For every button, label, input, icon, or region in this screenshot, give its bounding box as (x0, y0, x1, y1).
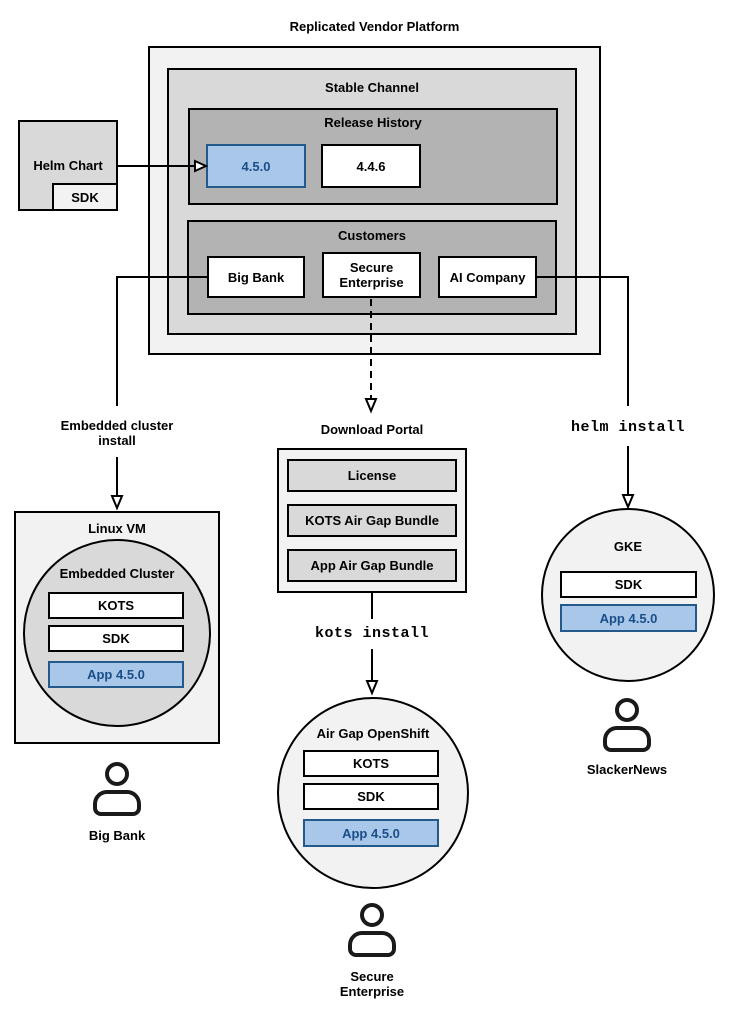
customer-node-ai-company: AI Company (438, 256, 537, 298)
airgap-app-node: App 4.5.0 (303, 819, 439, 847)
release-node-current: 4.5.0 (206, 144, 306, 188)
slackernews-user-icon (615, 698, 639, 722)
arrowhead-to-openshift (365, 680, 379, 696)
airgap-sdk-node: SDK (303, 783, 439, 810)
slackernews-user-label: SlackerNews (586, 762, 668, 777)
gke-app-node: App 4.5.0 (560, 604, 697, 632)
helm-chart-label: Helm Chart (33, 158, 103, 173)
big-bank-user-icon (105, 762, 129, 786)
embedded-sdk-node: SDK (48, 625, 184, 652)
embedded-cluster-label: Embedded Cluster (59, 566, 175, 581)
download-portal-label: Download Portal (320, 422, 424, 437)
helm-chart-sdk-node: SDK (52, 183, 118, 211)
arrowhead-to-download-portal (364, 398, 378, 414)
arrowhead-to-linux-vm (110, 495, 124, 511)
arrowhead-to-gke (621, 494, 635, 510)
helm-chart-box: Helm Chart SDK (18, 120, 118, 211)
portal-license-node: License (287, 459, 457, 492)
portal-app-bundle-node: App Air Gap Bundle (287, 549, 457, 582)
gke-label: GKE (613, 539, 643, 554)
embedded-install-arrow-label: Embedded cluster install (60, 418, 174, 448)
gke-sdk-node: SDK (560, 571, 697, 598)
release-node-previous: 4.4.6 (321, 144, 421, 188)
big-bank-user-icon-body (93, 790, 141, 816)
helm-install-command-label: helm install (570, 419, 686, 436)
diagram-title: Replicated Vendor Platform (289, 19, 460, 34)
secure-enterprise-user-icon (360, 903, 384, 927)
embedded-app-node: App 4.5.0 (48, 661, 184, 688)
release-history-label: Release History (324, 115, 422, 130)
secure-enterprise-user-icon-body (348, 931, 396, 957)
customers-label: Customers (338, 228, 406, 243)
slackernews-user-icon-body (603, 726, 651, 752)
stable-channel-label: Stable Channel (325, 80, 419, 95)
linux-vm-label: Linux VM (88, 521, 146, 536)
kots-install-command-label: kots install (314, 625, 430, 642)
airgap-openshift-label: Air Gap OpenShift (316, 726, 430, 741)
customer-node-secure-enterprise: Secure Enterprise (322, 252, 421, 298)
secure-enterprise-user-label: Secure Enterprise (339, 969, 405, 999)
embedded-kots-node: KOTS (48, 592, 184, 619)
airgap-kots-node: KOTS (303, 750, 439, 777)
big-bank-user-label: Big Bank (88, 828, 146, 843)
customer-node-big-bank: Big Bank (207, 256, 305, 298)
portal-kots-bundle-node: KOTS Air Gap Bundle (287, 504, 457, 537)
